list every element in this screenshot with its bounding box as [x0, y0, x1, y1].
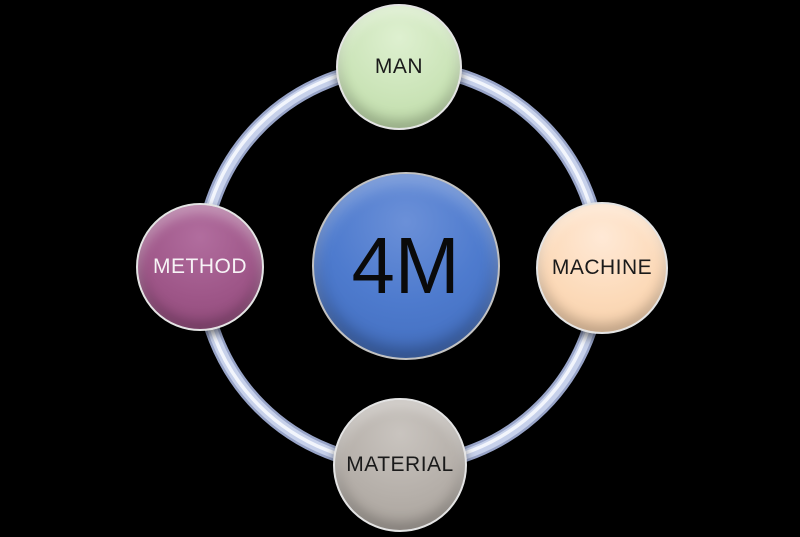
center-node-label: 4M [352, 221, 460, 310]
node-method: METHOD [136, 203, 264, 331]
node-machine-label: MACHINE [551, 255, 653, 279]
node-man-label: MAN [374, 54, 424, 78]
center-node-4m: 4M [312, 172, 500, 360]
node-machine: MACHINE [536, 202, 668, 334]
node-material-label: MATERIAL [346, 452, 454, 476]
node-man: MAN [336, 4, 462, 130]
node-method-label: METHOD [153, 254, 247, 278]
node-material: MATERIAL [333, 398, 467, 532]
